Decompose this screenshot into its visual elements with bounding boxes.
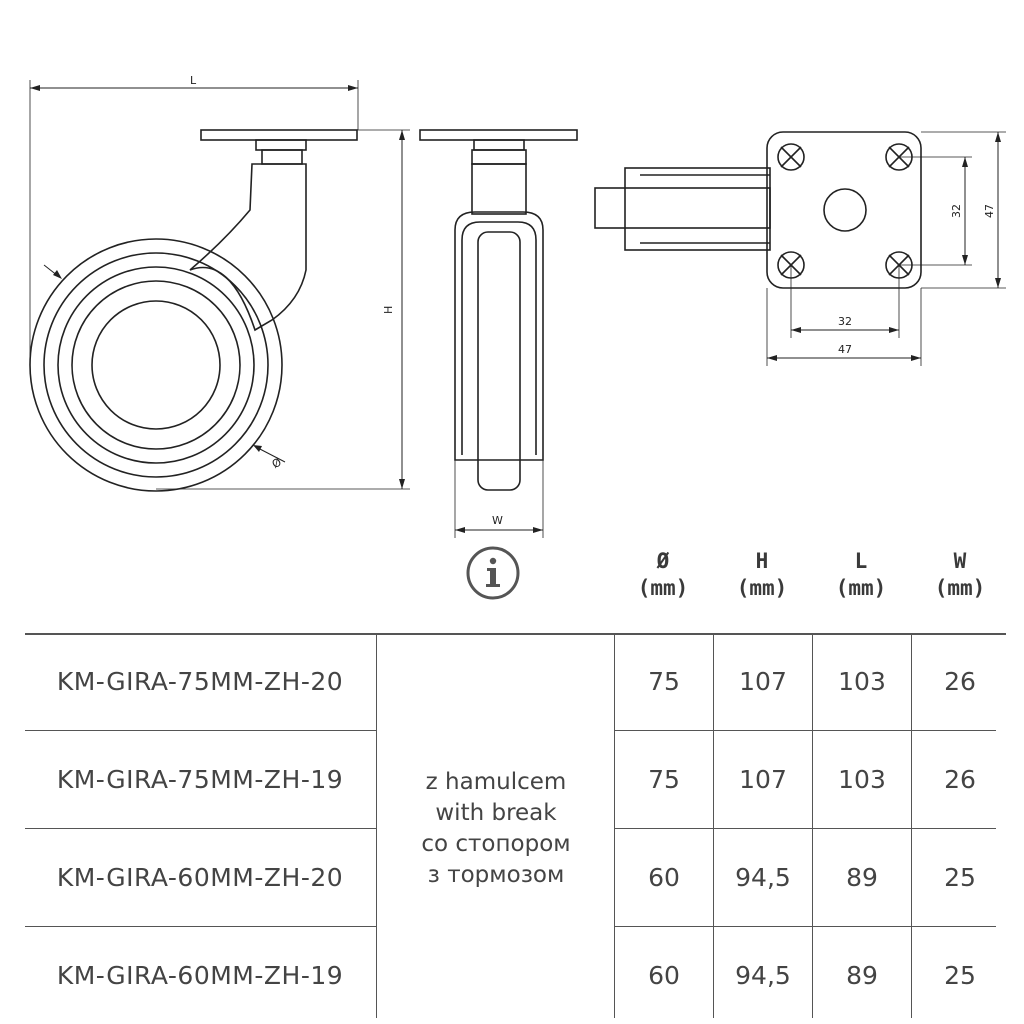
- front-view-mount-plate: [419, 129, 578, 141]
- brake-description: z hamulcem with break со стопором з торм…: [378, 767, 614, 891]
- side-view-hub: [91, 300, 221, 430]
- table-row-code: KM-GIRA-60MM-ZH-19: [56, 961, 344, 990]
- table-cell-width: 26: [944, 765, 976, 794]
- dim-label-diameter: Ø: [270, 455, 284, 471]
- side-view-swivel: [255, 139, 307, 151]
- row-separator: [614, 926, 996, 927]
- table-row-code: KM-GIRA-75MM-ZH-20: [56, 667, 344, 696]
- header-length: L (mm): [835, 549, 887, 600]
- table-cell-height: 107: [739, 765, 787, 794]
- description-line: з тормозом: [427, 862, 565, 888]
- description-line: with break: [435, 800, 557, 826]
- top-view-screw-holes: [777, 143, 913, 279]
- dim-label-32-vertical: 32: [950, 204, 963, 218]
- header-width: W (mm): [934, 549, 986, 600]
- header-height: H (mm): [736, 549, 788, 600]
- table-divider: [911, 635, 912, 1018]
- table-cell-height: 94,5: [735, 961, 791, 990]
- description-line: z hamulcem: [425, 769, 567, 795]
- info-icon: [466, 546, 520, 600]
- description-line: со стопором: [421, 831, 571, 857]
- table-cell-diameter: 60: [648, 863, 680, 892]
- header-diameter: Ø (mm): [637, 549, 689, 600]
- top-view-center-hole: [823, 188, 867, 232]
- row-separator: [25, 730, 377, 731]
- row-separator: [25, 926, 377, 927]
- side-view-mount-plate: [200, 129, 358, 141]
- row-separator: [25, 828, 377, 829]
- table-cell-diameter: 60: [648, 961, 680, 990]
- table-divider: [713, 635, 714, 1018]
- table-cell-length: 89: [846, 961, 878, 990]
- dim-label-47-horizontal: 47: [838, 343, 852, 356]
- top-view-mount-plate: [766, 131, 922, 289]
- table-divider: [376, 635, 377, 1018]
- table-cell-height: 107: [739, 667, 787, 696]
- dim-label-L: L: [190, 74, 197, 87]
- dim-label-H: H: [382, 306, 395, 314]
- front-view-wheel: [477, 231, 521, 491]
- table-divider: [812, 635, 813, 1018]
- table-cell-height: 94,5: [735, 863, 791, 892]
- table-row-code: KM-GIRA-60MM-ZH-20: [56, 863, 344, 892]
- row-separator: [614, 730, 996, 731]
- side-view-fork: [189, 163, 307, 332]
- side-view-wheel-outer: [29, 238, 283, 492]
- dim-label-W: W: [492, 514, 503, 527]
- table-cell-diameter: 75: [648, 765, 680, 794]
- table-cell-length: 103: [838, 667, 886, 696]
- table-divider: [614, 635, 615, 1018]
- dim-label-32-horizontal: 32: [838, 315, 852, 328]
- table-row-code: KM-GIRA-75MM-ZH-19: [56, 765, 344, 794]
- top-view-wheel-housing: [594, 187, 771, 229]
- table-top-border: [25, 633, 1006, 635]
- table-cell-width: 26: [944, 667, 976, 696]
- table-cell-width: 25: [944, 863, 976, 892]
- row-separator: [614, 828, 996, 829]
- dim-label-47-vertical: 47: [983, 204, 996, 218]
- table-cell-diameter: 75: [648, 667, 680, 696]
- table-cell-length: 103: [838, 765, 886, 794]
- table-cell-length: 89: [846, 863, 878, 892]
- table-cell-width: 25: [944, 961, 976, 990]
- front-view-fork: [471, 163, 527, 215]
- caster-technical-drawing: L H W Ø 32 47 32 47: [29, 74, 1006, 538]
